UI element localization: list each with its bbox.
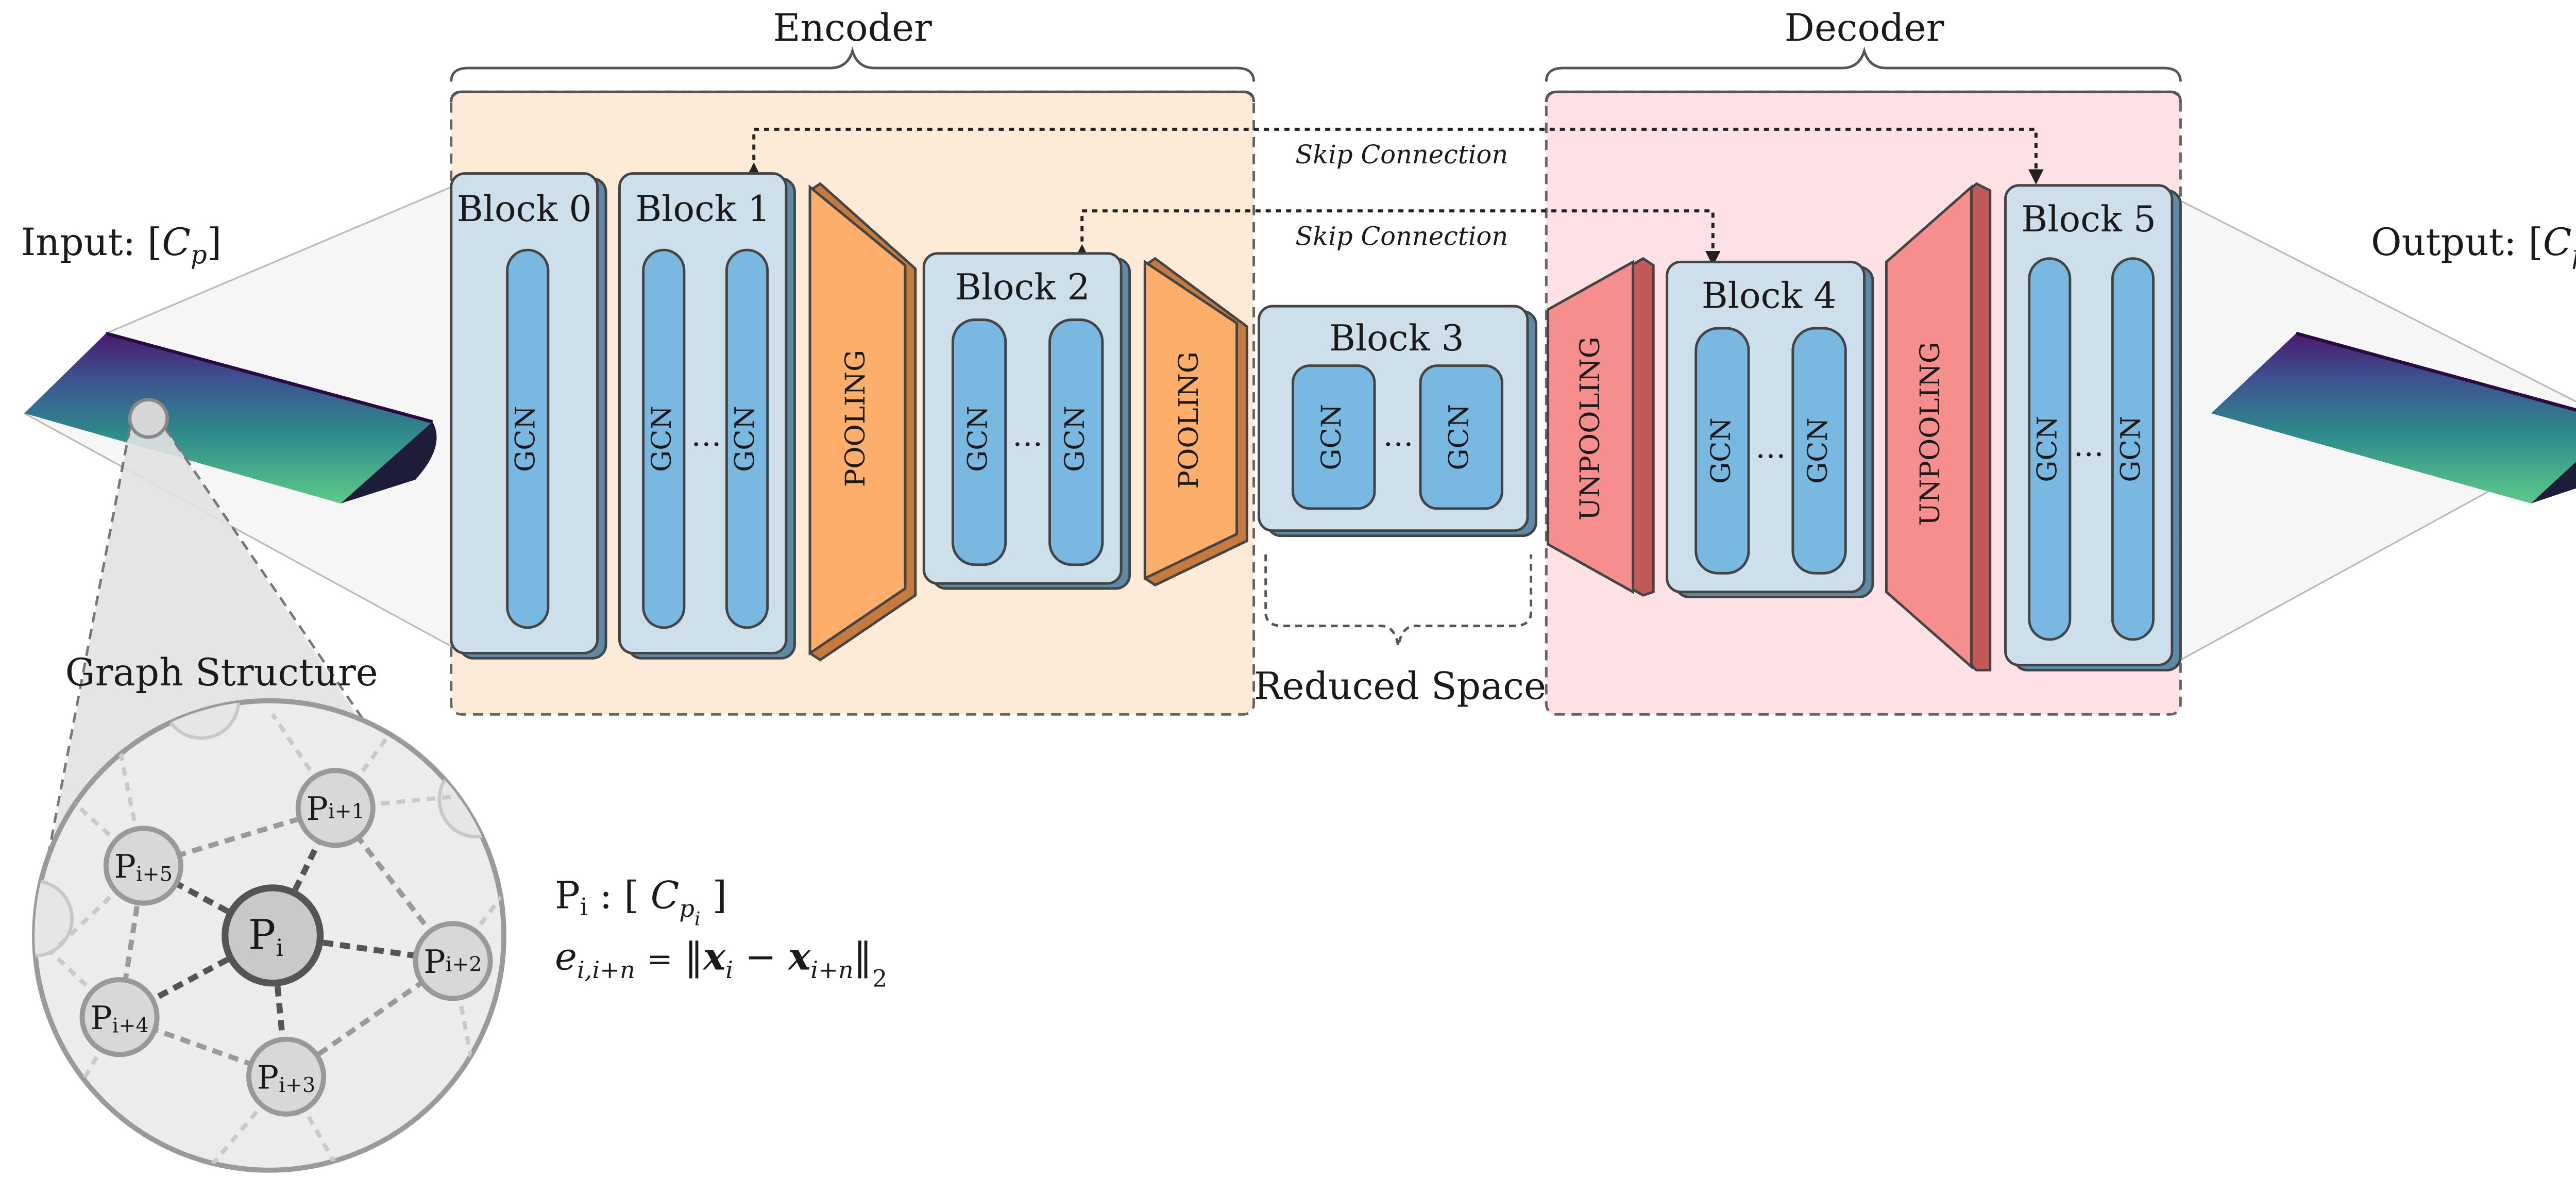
encoder-brace xyxy=(450,46,1256,82)
encoder-label: Encoder xyxy=(773,7,932,50)
unpooling-layer-2: UNPOOLING xyxy=(1885,182,1992,671)
unpooling-layer-1: UNPOOLING xyxy=(1547,257,1655,597)
block-0: Block 0 GCN xyxy=(450,172,607,660)
skip-connection-label-2: Skip Connection xyxy=(1295,221,1508,251)
gcn-layer xyxy=(2111,257,2155,641)
svg-text:Pi+1: Pi+1 xyxy=(307,790,365,828)
svg-text:POOLING: POOLING xyxy=(840,350,871,487)
svg-text:UNPOOLING: UNPOOLING xyxy=(1914,342,1946,526)
svg-text:GCN: GCN xyxy=(1802,417,1834,484)
svg-text:GCN: GCN xyxy=(1059,406,1091,472)
gcn-layer xyxy=(1694,327,1750,575)
svg-text:GCN: GCN xyxy=(2032,416,2063,482)
svg-text:GCN: GCN xyxy=(510,406,541,472)
svg-text:GCN: GCN xyxy=(2115,416,2146,482)
svg-text:Pi+4: Pi+4 xyxy=(90,999,148,1038)
svg-text:GCN: GCN xyxy=(1705,417,1737,484)
svg-text:Pi : [ Cpi ]: Pi : [ Cpi ] xyxy=(555,875,727,930)
input-surface xyxy=(24,331,437,503)
graph-structure-zoom: Pi Pi+1 Pi+2 Pi+3 Pi+4 Pi+5 xyxy=(32,398,506,1173)
decoder-brace xyxy=(1545,46,2182,82)
reduced-space-label: Reduced Space xyxy=(1254,665,1546,709)
gcn-layer xyxy=(506,248,550,629)
block-5: Block 5 GCN … GCN xyxy=(2004,184,2182,671)
gcn-layer xyxy=(1791,327,1847,575)
svg-text:POOLING: POOLING xyxy=(1173,351,1205,489)
svg-text:GCN: GCN xyxy=(962,406,994,472)
svg-text:GCN: GCN xyxy=(646,406,677,472)
svg-text:Pi+5: Pi+5 xyxy=(114,848,173,886)
equation-edge-weight: ei,i+n = ‖xi − xi+n‖2 xyxy=(555,935,887,992)
graph-node-i1: Pi+1 xyxy=(295,768,376,848)
gcn-layer xyxy=(642,248,686,629)
block-1-label: Block 1 xyxy=(635,189,770,230)
svg-text:GCN: GCN xyxy=(1316,404,1347,470)
equation-node-feature: Pi : [ Cpi ] xyxy=(555,875,727,930)
svg-text:…: … xyxy=(1383,418,1413,453)
svg-text:…: … xyxy=(1755,430,1786,465)
svg-text:…: … xyxy=(691,418,721,453)
pooling-layer-1: POOLING xyxy=(808,182,917,662)
gcn-layer xyxy=(725,248,769,629)
output-label: Output: [Cp] xyxy=(2371,221,2576,270)
svg-text:ei,i+n = ‖xi − xi+n‖2: ei,i+n = ‖xi − xi+n‖2 xyxy=(555,935,887,992)
block-3-label: Block 3 xyxy=(1329,318,1464,359)
svg-text:GCN: GCN xyxy=(1444,404,1475,470)
svg-text:Pi: Pi xyxy=(248,911,283,962)
skip-connection-1 xyxy=(746,127,2044,185)
reduced-space-brace xyxy=(1264,554,1533,647)
skip-connection-2 xyxy=(1074,209,1721,266)
svg-text:…: … xyxy=(2073,428,2104,464)
block-2-label: Block 2 xyxy=(955,267,1090,308)
node-highlight xyxy=(128,398,169,439)
svg-text:Pi+3: Pi+3 xyxy=(257,1058,315,1097)
graph-node-center: Pi xyxy=(222,884,324,987)
graph-node-i5: Pi+5 xyxy=(103,826,183,906)
svg-text:Pi+2: Pi+2 xyxy=(423,943,482,981)
block-2: Block 2 GCN … GCN xyxy=(922,252,1131,590)
gcn-layer xyxy=(1292,364,1376,510)
input-label: Input: [Cp] xyxy=(21,221,222,270)
svg-text:GCN: GCN xyxy=(730,406,761,472)
skip-connection-label-1: Skip Connection xyxy=(1295,140,1508,170)
svg-text:UNPOOLING: UNPOOLING xyxy=(1574,337,1606,520)
block-0-label: Block 0 xyxy=(457,189,592,230)
gcn-layer xyxy=(2028,257,2072,641)
gcn-layer xyxy=(1419,364,1503,510)
output-surface xyxy=(2211,331,2576,503)
graph-node-i3: Pi+3 xyxy=(246,1036,327,1117)
block-1: Block 1 GCN … GCN xyxy=(618,172,796,660)
block-5-label: Block 5 xyxy=(2021,199,2156,240)
decoder-label: Decoder xyxy=(1785,7,1944,50)
svg-text:…: … xyxy=(1012,418,1043,453)
gcn-layer xyxy=(951,318,1007,566)
block-4: Block 4 GCN … GCN xyxy=(1666,260,1874,598)
pooling-layer-2: POOLING xyxy=(1143,257,1248,587)
graph-node-i2: Pi+2 xyxy=(413,921,493,1001)
graph-structure-label: Graph Structure xyxy=(65,651,378,695)
block-3: Block 3 GCN … GCN xyxy=(1258,305,1537,537)
graph-node-i4: Pi+4 xyxy=(79,977,160,1057)
gcn-layer xyxy=(1048,318,1104,566)
block-4-label: Block 4 xyxy=(1702,275,1837,316)
